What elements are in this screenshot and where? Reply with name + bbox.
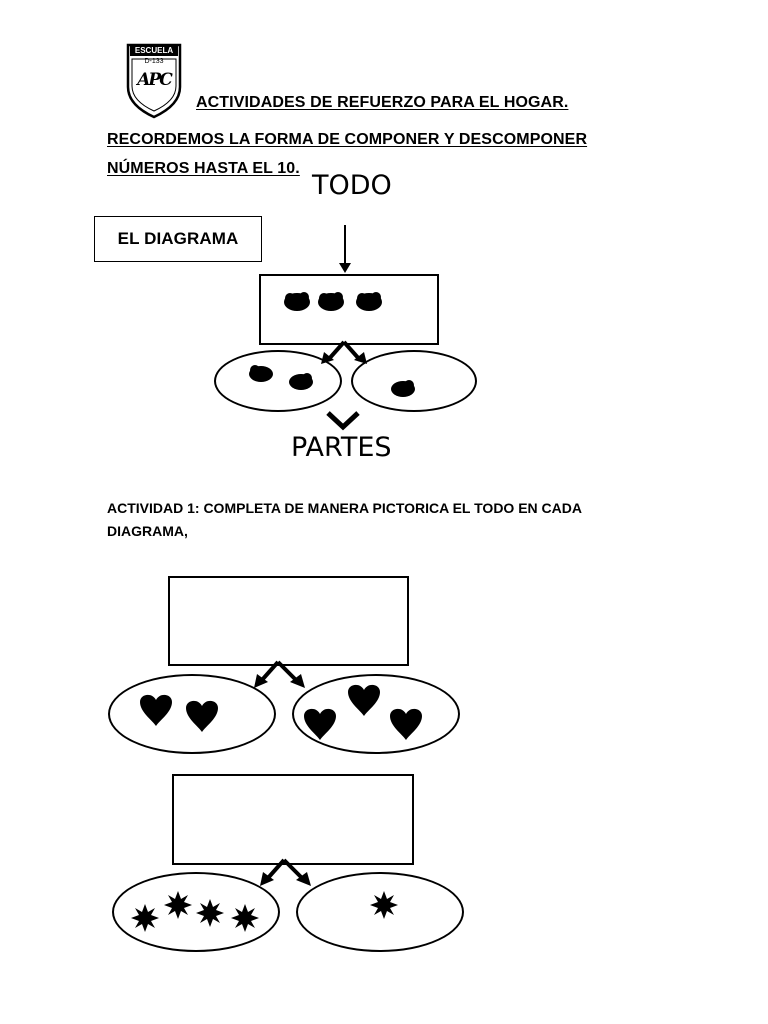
- split-arrows-icon: [260, 858, 311, 886]
- shield-icon: [126, 43, 182, 119]
- activity2-stars: [131, 891, 398, 932]
- activity2-right-part: [296, 872, 464, 952]
- activity1-whole-box[interactable]: [168, 576, 409, 666]
- star-icon: [164, 891, 192, 919]
- example-right-dots: [391, 380, 415, 397]
- example-whole-box: [259, 274, 439, 345]
- down-arrow-icon: [339, 225, 351, 273]
- activity2-whole-box[interactable]: [172, 774, 414, 865]
- example-right-part: [351, 350, 477, 412]
- diagram-label-box: EL DIAGRAMA: [94, 216, 262, 262]
- page-title: ACTIVIDADES DE REFUERZO PARA EL HOGAR.: [196, 94, 569, 111]
- heart-icon: [304, 708, 336, 740]
- merge-chevron-icon: [326, 411, 360, 431]
- cloud-blob-icon: [318, 292, 344, 311]
- star-icon: [196, 899, 224, 927]
- activity-instruction-line1: ACTIVIDAD 1: COMPLETA DE MANERA PICTORIC…: [107, 500, 582, 516]
- cloud-blob-icon: [289, 373, 313, 390]
- heart-icon: [348, 684, 380, 716]
- cloud-blob-icon: [284, 292, 310, 311]
- heart-icon: [390, 708, 422, 740]
- example-left-dots: [249, 365, 313, 390]
- logo-top-text: ESCUELA: [134, 46, 174, 55]
- activity-instruction-line2: DIAGRAMA,: [107, 523, 188, 539]
- example-left-part: [214, 350, 342, 412]
- heart-icon: [140, 694, 172, 726]
- activity1-right-part: [292, 674, 460, 754]
- logo-number: D-133: [144, 58, 164, 65]
- example-whole-dots: [284, 292, 382, 311]
- diagram-label: EL DIAGRAMA: [117, 229, 239, 248]
- activity1-hearts: [140, 684, 422, 740]
- star-icon: [370, 891, 398, 919]
- cloud-blob-icon: [356, 292, 382, 311]
- subtitle-line2: NÚMEROS HASTA EL 10.: [107, 160, 300, 177]
- split-arrows-icon: [254, 660, 305, 688]
- heart-icon: [186, 700, 218, 732]
- activity2-left-part: [112, 872, 280, 952]
- star-icon: [231, 904, 259, 932]
- logo-monogram: APC: [137, 70, 173, 90]
- school-logo: ESCUELA D-133 APC: [126, 43, 182, 119]
- cloud-blob-icon: [391, 380, 415, 397]
- parts-label: PARTES: [291, 432, 392, 463]
- whole-label: TODO: [312, 170, 392, 201]
- star-icon: [131, 904, 159, 932]
- activity1-left-part: [108, 674, 276, 754]
- subtitle-line1: RECORDEMOS LA FORMA DE COMPONER Y DESCOM…: [107, 131, 588, 148]
- cloud-blob-icon: [249, 365, 273, 382]
